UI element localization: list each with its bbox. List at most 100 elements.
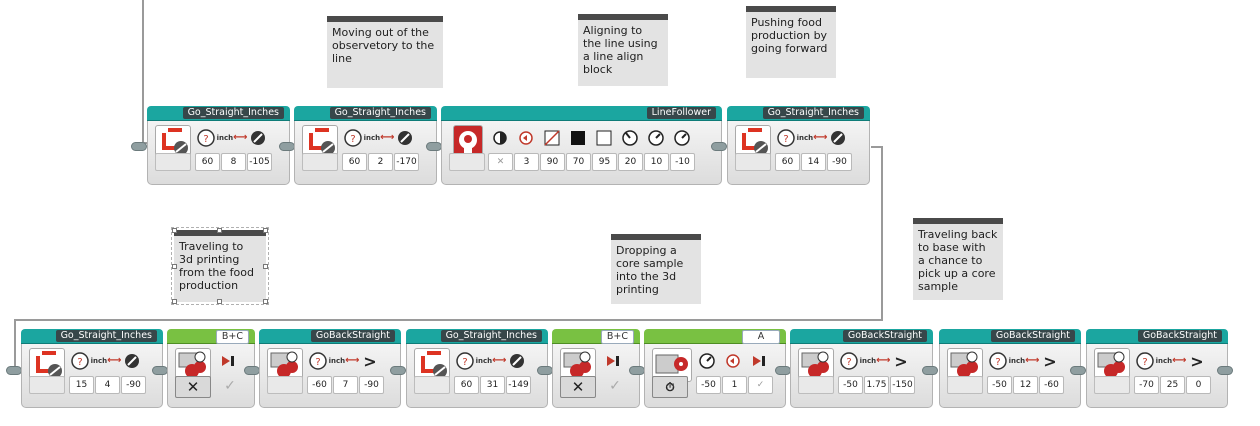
- sequence-port[interactable]: [390, 366, 406, 375]
- speed-value[interactable]: -60: [307, 376, 332, 394]
- comment-box[interactable]: Moving out of the observetory to the lin…: [327, 16, 443, 88]
- medium-motor-block[interactable]: A ⏱ -50 1 ✓: [644, 329, 786, 408]
- stop-icon: [215, 348, 241, 374]
- distance-value[interactable]: 7: [333, 376, 358, 394]
- white-value[interactable]: 95: [592, 153, 617, 171]
- sequence-port[interactable]: [1070, 366, 1086, 375]
- mode-input: [267, 376, 303, 394]
- mode-input: [798, 376, 834, 394]
- port-selector[interactable]: A: [742, 330, 780, 344]
- gain-value[interactable]: 20: [618, 153, 643, 171]
- mode-input: [29, 376, 65, 394]
- angle-value[interactable]: 0: [1186, 376, 1211, 394]
- rotations-value[interactable]: 1: [722, 376, 747, 394]
- port-selector[interactable]: B+C: [600, 330, 634, 344]
- sequence-port[interactable]: [244, 366, 260, 375]
- distance-value[interactable]: 31: [480, 376, 505, 394]
- slope-icon: [539, 125, 565, 151]
- steering-motor-icon[interactable]: [947, 348, 983, 382]
- sequence-port[interactable]: [6, 366, 22, 375]
- sequence-port[interactable]: [711, 142, 727, 151]
- mode-off-button[interactable]: ✕: [175, 376, 211, 398]
- resize-handle[interactable]: [217, 299, 222, 304]
- distance-value[interactable]: 1.75: [864, 376, 889, 394]
- resize-handle[interactable]: [263, 228, 268, 233]
- my-block-line-follower[interactable]: LineFollower ✕ 3 90 70 95 20 10 -10: [441, 106, 722, 185]
- resize-handle[interactable]: [172, 299, 177, 304]
- brake-dial-icon: [825, 125, 851, 151]
- speed-value[interactable]: -10: [670, 153, 695, 171]
- speed-value[interactable]: 60: [195, 153, 220, 171]
- distance-value[interactable]: 12: [1013, 376, 1038, 394]
- speed-value[interactable]: -70: [1134, 376, 1159, 394]
- brake-checkbox[interactable]: ✓: [609, 378, 621, 394]
- brake-value[interactable]: -105: [247, 153, 272, 171]
- comment-box-selected[interactable]: Traveling to 3d printing from the food p…: [171, 227, 269, 305]
- angle-value[interactable]: -90: [359, 376, 384, 394]
- brake-value[interactable]: -90: [827, 153, 852, 171]
- brake-checkbox[interactable]: ✓: [224, 378, 236, 394]
- distance-value[interactable]: 25: [1160, 376, 1185, 394]
- sequence-port[interactable]: [426, 142, 442, 151]
- speed-value[interactable]: -50: [987, 376, 1012, 394]
- angle-value[interactable]: -150: [890, 376, 915, 394]
- sequence-port[interactable]: [537, 366, 553, 375]
- resize-handle[interactable]: [172, 264, 177, 269]
- speed-value[interactable]: 60: [342, 153, 367, 171]
- sequence-port[interactable]: [152, 366, 168, 375]
- black-value[interactable]: 70: [566, 153, 591, 171]
- my-block-go-back-straight[interactable]: GoBackStraight ? inch⟷ > -50 1.75 -150: [790, 329, 933, 408]
- distance-value[interactable]: 2: [368, 153, 393, 171]
- speed-value[interactable]: 60: [454, 376, 479, 394]
- distance-value[interactable]: 4: [95, 376, 120, 394]
- my-block-go-back-straight[interactable]: GoBackStraight ? inch⟷ > -50 12 -60: [939, 329, 1081, 408]
- sensor-cancel-value[interactable]: ✕: [488, 153, 513, 171]
- speed-value[interactable]: 60: [775, 153, 800, 171]
- inch-distance-icon: inch⟷: [1155, 355, 1187, 366]
- comment-box[interactable]: Dropping a core sample into the 3d print…: [611, 234, 701, 304]
- sequence-wire: [871, 146, 883, 148]
- distance-value[interactable]: 8: [221, 153, 246, 171]
- sequence-port[interactable]: [279, 142, 295, 151]
- brake-value[interactable]: -149: [506, 376, 531, 394]
- port-value[interactable]: 3: [514, 153, 539, 171]
- comment-box[interactable]: Traveling back to base with a chance to …: [913, 218, 1003, 300]
- my-block-go-straight-inches[interactable]: Go_Straight_Inches ? inch⟷ 60 14 -90: [727, 106, 870, 185]
- my-block-go-straight-inches[interactable]: Go_Straight_Inches ? inch⟷ 60 2 -170: [294, 106, 437, 185]
- angle-value[interactable]: -60: [1039, 376, 1064, 394]
- brake-value[interactable]: -90: [121, 376, 146, 394]
- sequence-port[interactable]: [922, 366, 938, 375]
- move-steering-block-off[interactable]: B+C ✕ ✓: [167, 329, 255, 408]
- mode-input: [1094, 376, 1130, 394]
- speed-value[interactable]: 10: [644, 153, 669, 171]
- port-selector[interactable]: B+C: [215, 330, 249, 344]
- speed-value[interactable]: 15: [69, 376, 94, 394]
- power-value[interactable]: -50: [696, 376, 721, 394]
- my-block-go-straight-inches[interactable]: Go_Straight_Inches ? inch⟷ 15 4 -90: [21, 329, 163, 408]
- speed-gauge-icon: ?: [773, 125, 799, 151]
- threshold-value[interactable]: 90: [540, 153, 565, 171]
- stop-icon: [746, 348, 772, 374]
- my-block-go-straight-inches[interactable]: Go_Straight_Inches ? inch⟷ 60 8 -105: [147, 106, 290, 185]
- resize-handle[interactable]: [263, 264, 268, 269]
- brake-checkbox[interactable]: ✓: [748, 376, 773, 394]
- sequence-port[interactable]: [775, 366, 791, 375]
- mode-timer-button[interactable]: ⏱: [652, 376, 688, 398]
- sequence-port[interactable]: [629, 366, 645, 375]
- distance-value[interactable]: 14: [801, 153, 826, 171]
- sequence-port[interactable]: [1217, 366, 1233, 375]
- comment-box[interactable]: Pushing food production by going forward: [746, 6, 836, 78]
- brake-value[interactable]: -170: [394, 153, 419, 171]
- resize-handle[interactable]: [172, 228, 177, 233]
- mode-off-button[interactable]: ✕: [560, 376, 596, 398]
- my-block-go-straight-inches[interactable]: Go_Straight_Inches ? inch⟷ 60 31 -149: [406, 329, 548, 408]
- move-steering-block-off[interactable]: B+C ✕ ✓: [552, 329, 640, 408]
- resize-handle[interactable]: [217, 228, 222, 233]
- my-block-go-back-straight[interactable]: GoBackStraight ? inch⟷ > -70 25 0: [1086, 329, 1228, 408]
- comment-box[interactable]: Aligning to the line using a line align …: [578, 14, 668, 86]
- resize-handle[interactable]: [263, 299, 268, 304]
- speed-value[interactable]: -50: [838, 376, 863, 394]
- sequence-port[interactable]: [131, 142, 147, 151]
- my-block-go-back-straight[interactable]: GoBackStraight ? inch⟷ > -60 7 -90: [259, 329, 401, 408]
